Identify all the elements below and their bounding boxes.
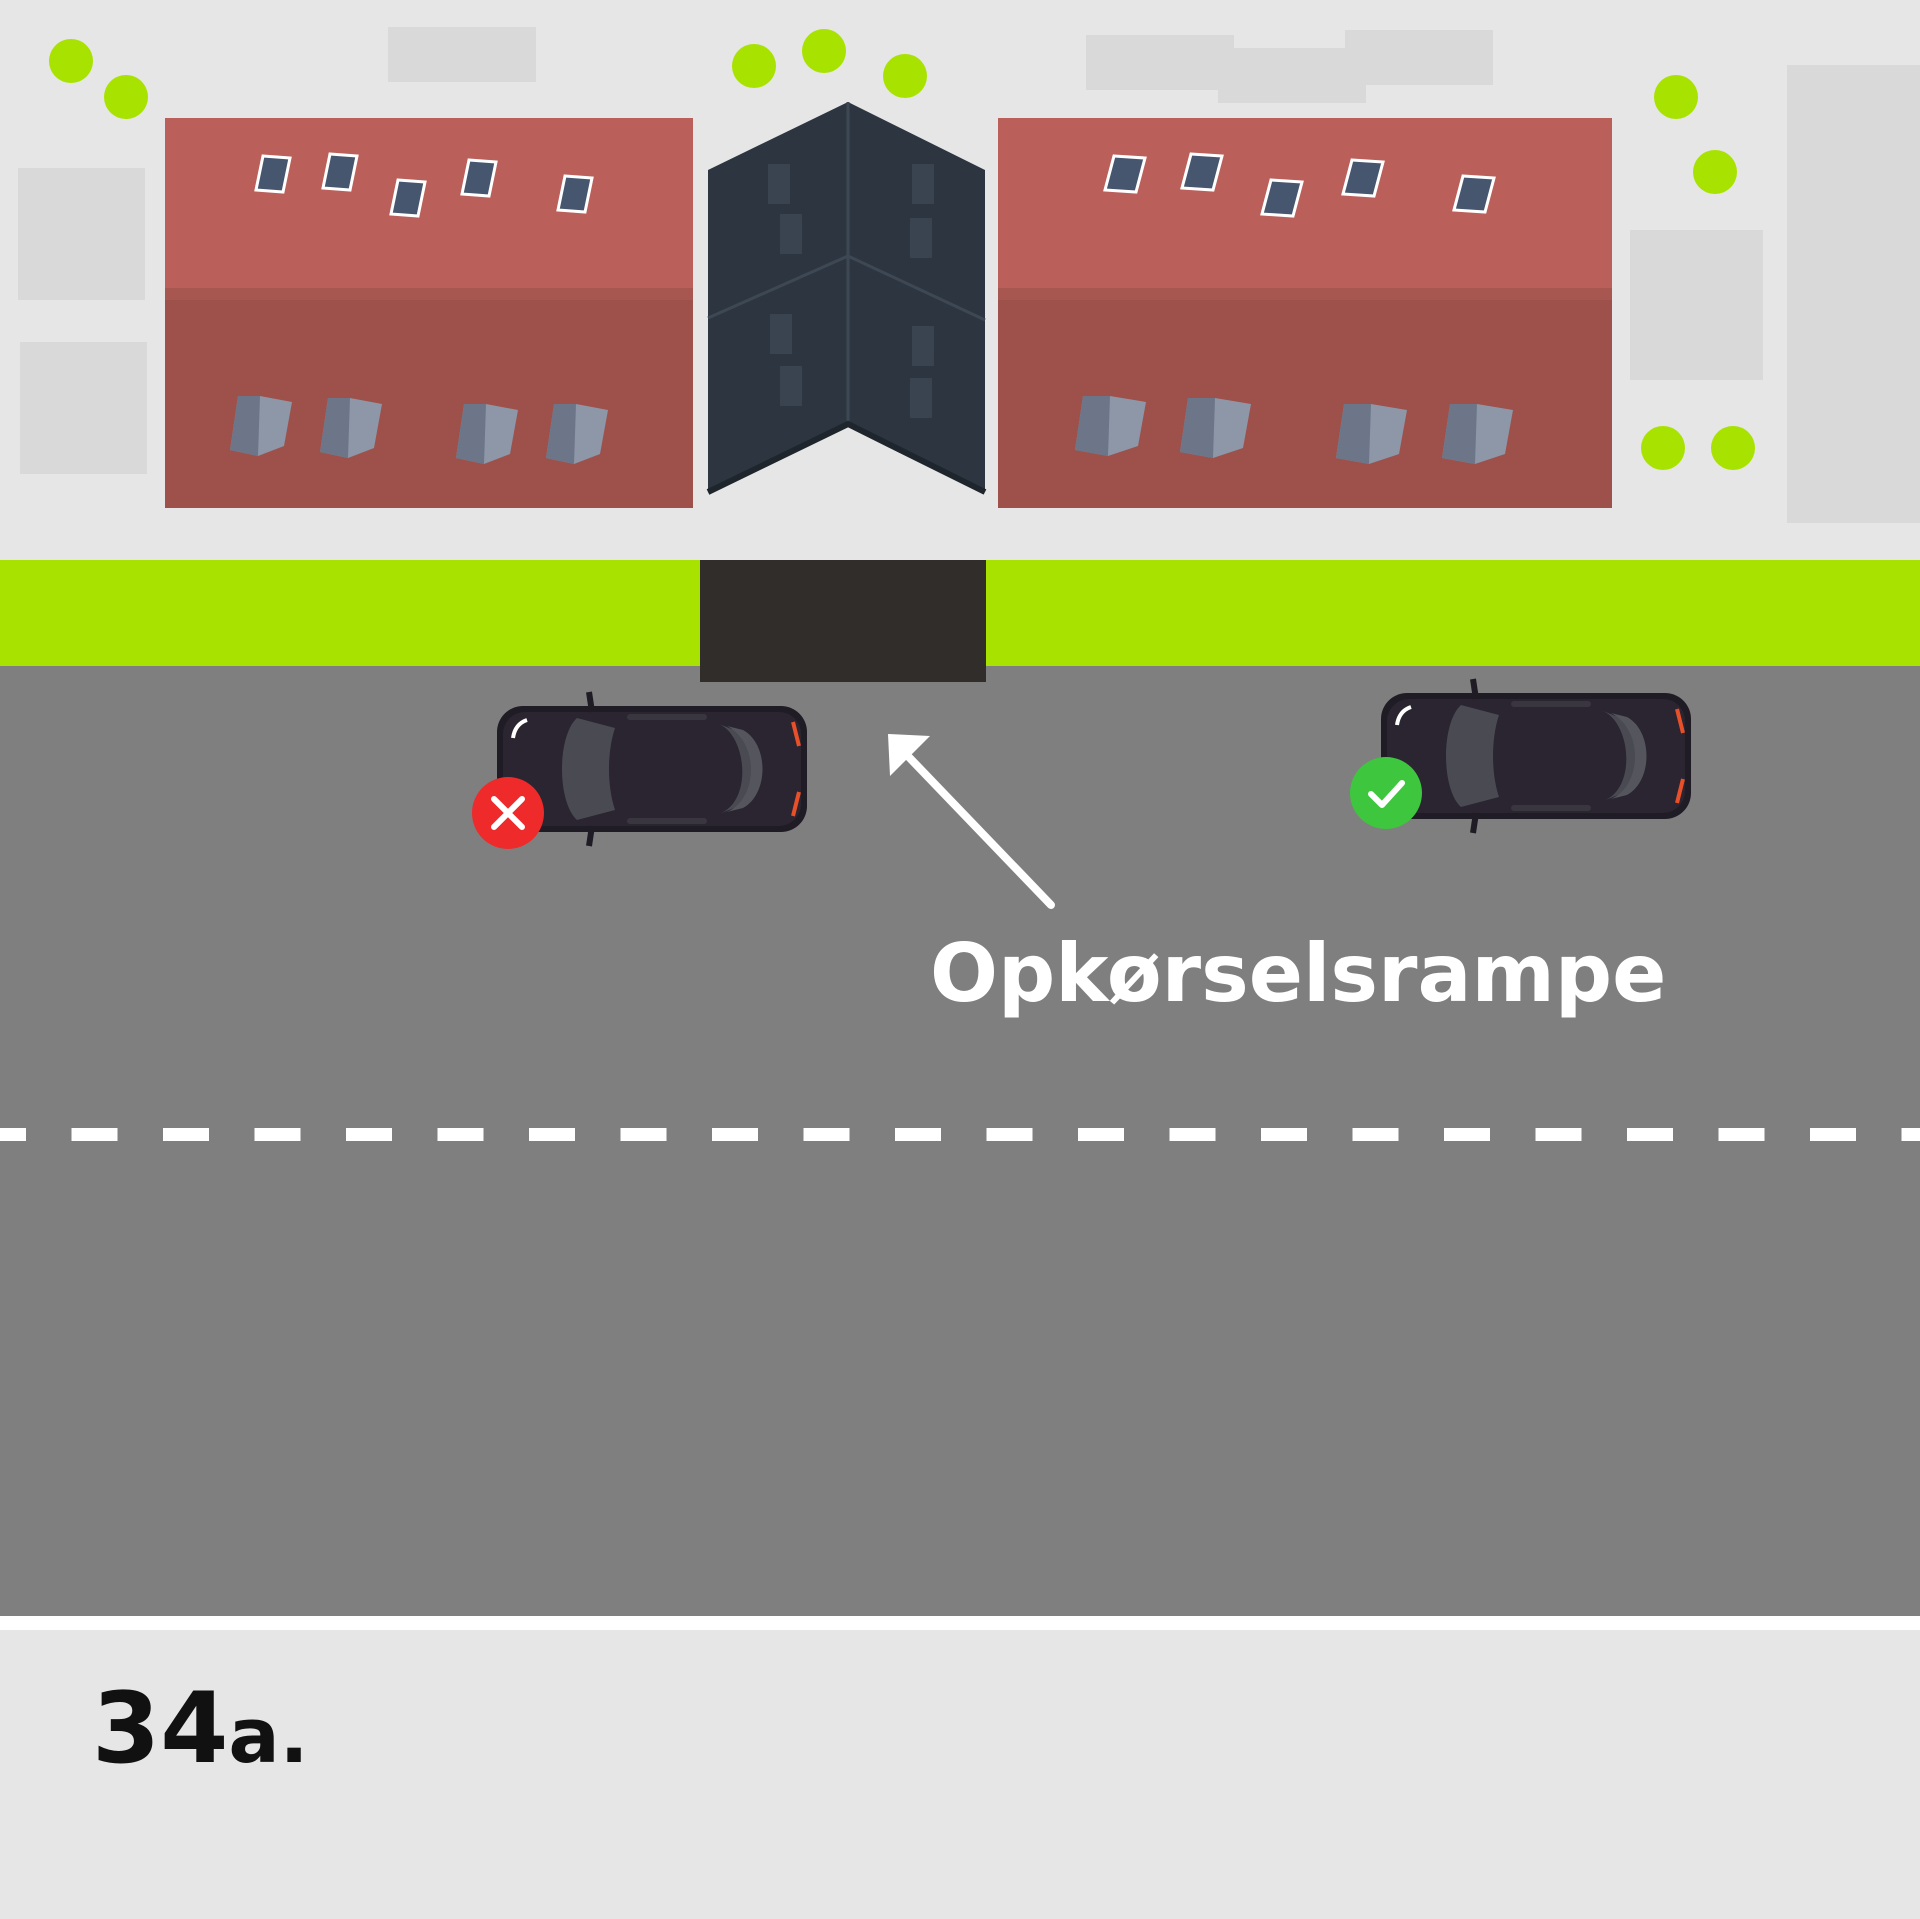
trees	[49, 29, 1755, 470]
road	[0, 666, 1920, 1616]
tree	[1654, 75, 1698, 119]
neighbour-blocks	[18, 27, 1920, 523]
lane-dash	[71, 1128, 118, 1141]
driveway-ramp	[700, 560, 986, 682]
lane-dash	[1718, 1128, 1765, 1141]
building-left	[165, 118, 693, 508]
tree	[1693, 150, 1737, 194]
lane-dash	[712, 1128, 758, 1141]
roof-vents	[230, 396, 608, 464]
tower-building	[706, 102, 987, 495]
lane-dash	[1261, 1128, 1307, 1141]
tree	[732, 44, 776, 88]
lane-dash	[437, 1128, 484, 1141]
tree	[1641, 426, 1685, 470]
wrong-marker	[472, 777, 544, 849]
lane-dash	[1535, 1128, 1582, 1141]
skylights	[1103, 152, 1496, 218]
lane-dash	[1901, 1128, 1920, 1141]
road-edge-line	[0, 1616, 1920, 1630]
skylights	[254, 152, 594, 218]
lane-dash	[986, 1128, 1033, 1141]
lane-dash	[163, 1128, 209, 1141]
lane-dash	[1169, 1128, 1216, 1141]
lane-dash	[529, 1128, 575, 1141]
lane-dash	[1444, 1128, 1490, 1141]
roof-vents	[1075, 396, 1513, 464]
tree	[883, 54, 927, 98]
lane-marking-dashed	[0, 1128, 1920, 1141]
building-right	[998, 118, 1612, 508]
tree	[802, 29, 846, 73]
lane-dash	[0, 1128, 26, 1141]
figure-number-suffix: a.	[228, 1691, 308, 1780]
lane-dash	[1627, 1128, 1673, 1141]
lane-dash	[1352, 1128, 1399, 1141]
lane-dash	[1810, 1128, 1856, 1141]
lane-dash	[346, 1128, 392, 1141]
arrow-icon	[888, 734, 1055, 909]
check-icon	[1368, 780, 1405, 808]
car-parked-correct	[1381, 678, 1691, 834]
lane-dash	[803, 1128, 850, 1141]
lane-dash	[1078, 1128, 1124, 1141]
car-parked-wrong	[497, 691, 807, 847]
figure-number: 34a.	[92, 1672, 309, 1786]
tree	[104, 75, 148, 119]
correct-marker	[1350, 757, 1422, 829]
tree	[49, 39, 93, 83]
tree	[1711, 426, 1755, 470]
figure-number-main: 34	[92, 1672, 228, 1786]
lane-dash	[620, 1128, 667, 1141]
lane-dash	[895, 1128, 941, 1141]
lane-dash	[254, 1128, 301, 1141]
ramp-label: Opkørselsrampe	[930, 927, 1666, 1020]
cross-icon	[491, 796, 525, 830]
